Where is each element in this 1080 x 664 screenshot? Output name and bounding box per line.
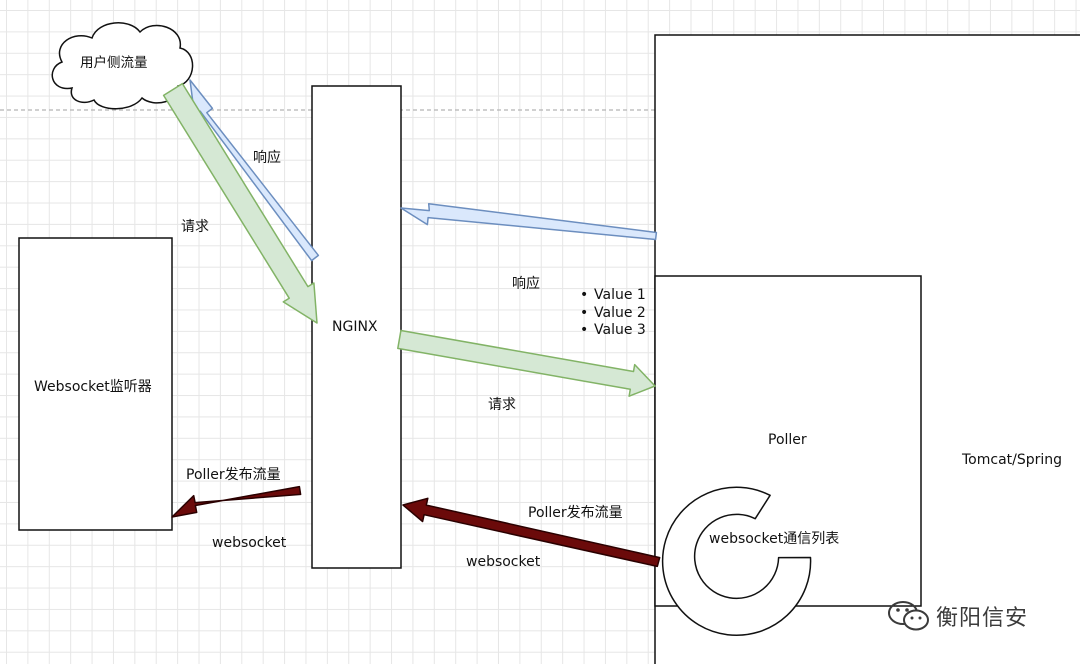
poller-box — [654, 275, 922, 607]
user-traffic-label: 用户侧流量 — [80, 55, 148, 71]
request-label-right: 请求 — [488, 397, 516, 413]
tomcat-spring-label: Tomcat/Spring — [962, 452, 1063, 468]
websocket-arrow-poller-to-nginx — [402, 497, 661, 568]
value-list: Value 1 Value 2 Value 3 — [580, 287, 646, 340]
poller-label: Poller — [768, 432, 807, 448]
websocket-arrow-to-listener — [171, 485, 302, 518]
response-label-top: 响应 — [253, 150, 281, 166]
response-label-right: 响应 — [512, 276, 540, 292]
websocket-listener-label: Websocket监听器 — [34, 379, 152, 395]
nginx-label: NGINX — [332, 319, 378, 335]
response-arrow-nginx-to-cloud — [189, 79, 320, 262]
websocket-comm-table-label: websocket通信列表 — [709, 531, 840, 547]
poller-publish-label-left: Poller发布流量 — [186, 467, 281, 483]
response-arrow-tomcat-to-nginx — [400, 202, 658, 241]
request-arrow-cloud-to-nginx — [162, 82, 318, 324]
cloud-shape — [51, 22, 194, 110]
websocket-label-right: websocket — [466, 554, 541, 570]
nginx-box — [311, 85, 402, 569]
websocket-comm-table-shape — [661, 486, 812, 637]
websocket-listener-box — [18, 237, 173, 531]
value-list-item: Value 1 — [580, 287, 646, 305]
request-label-top: 请求 — [181, 219, 209, 235]
wechat-icon — [888, 601, 929, 631]
value-list-item: Value 3 — [580, 322, 646, 340]
watermark-text: 衡阳信安 — [936, 606, 1029, 631]
value-list-item: Value 2 — [580, 305, 646, 323]
poller-publish-label-right: Poller发布流量 — [528, 505, 623, 521]
request-arrow-nginx-to-poller — [397, 329, 656, 397]
websocket-label-left: websocket — [212, 535, 287, 551]
